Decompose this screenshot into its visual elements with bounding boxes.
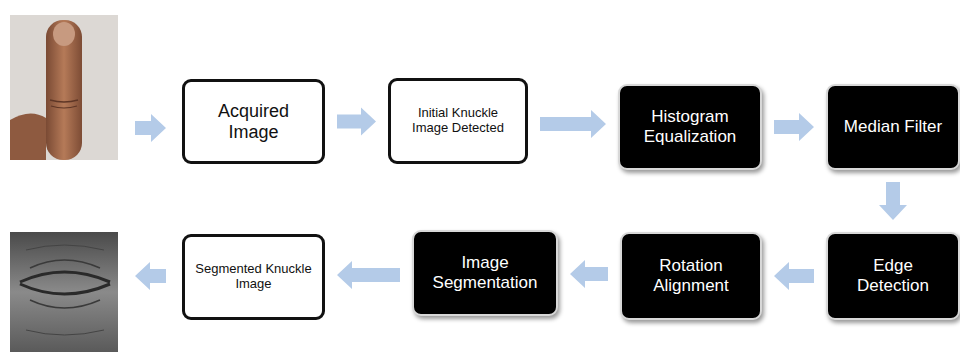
process-box: Acquired Image: [182, 79, 325, 164]
flow-arrow: [135, 262, 166, 290]
process-box: Median Filter: [826, 84, 960, 170]
process-box: Initial Knuckle Image Detected: [388, 78, 528, 164]
flow-arrow: [337, 108, 376, 136]
flow-arrow: [540, 110, 606, 138]
process-box: Edge Detection: [826, 232, 960, 320]
flow-arrow: [879, 182, 907, 220]
flow-arrow: [774, 262, 814, 290]
flow-arrow: [570, 260, 608, 288]
flow-arrow: [337, 261, 400, 289]
process-box: Image Segmentation: [412, 230, 558, 316]
flow-arrow: [774, 113, 814, 141]
flow-arrow: [135, 114, 166, 142]
box-label: Histogram Equalization: [630, 107, 750, 146]
process-box: Segmented Knuckle Image: [182, 234, 325, 320]
finger-photo: [10, 15, 118, 160]
box-label: Median Filter: [844, 117, 942, 137]
box-label: Segmented Knuckle Image: [195, 262, 312, 292]
process-box: Rotation Alignment: [620, 232, 762, 320]
box-label: Image Segmentation: [424, 253, 546, 292]
box-label: Initial Knuckle Image Detected: [401, 106, 515, 136]
knuckle-photo: [10, 232, 118, 352]
box-label: Acquired Image: [195, 101, 312, 142]
process-box: Histogram Equalization: [618, 84, 762, 170]
box-label: Rotation Alignment: [632, 256, 750, 295]
box-label: Edge Detection: [838, 256, 948, 295]
